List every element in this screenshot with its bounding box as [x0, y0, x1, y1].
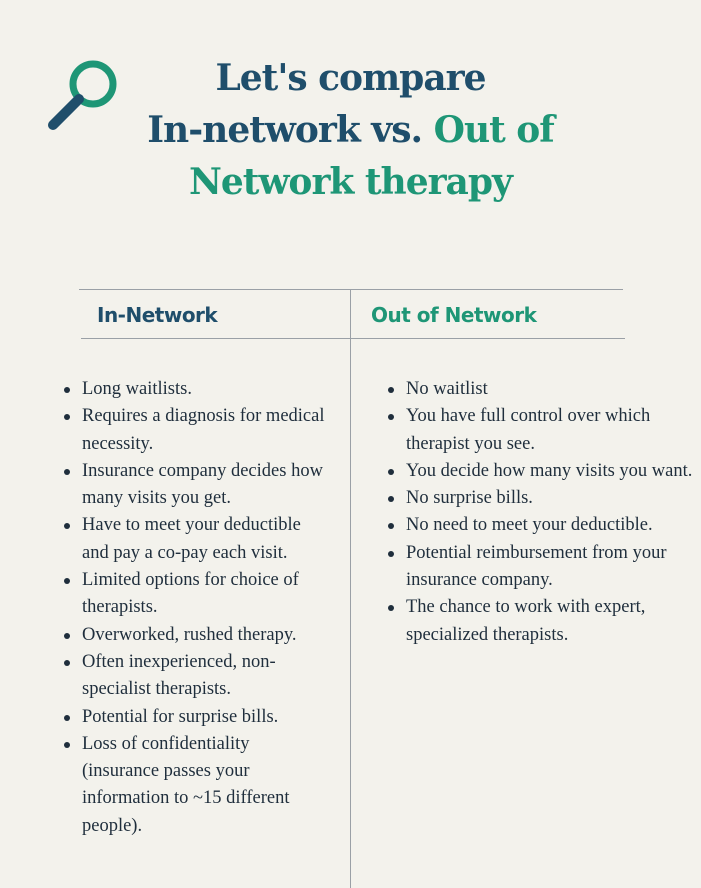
list-item: Requires a diagnosis for medical necessi…	[64, 403, 330, 458]
list-item: Have to meet your deductible and pay a c…	[64, 512, 330, 567]
list-item: No surprise bills.	[388, 485, 696, 512]
list-item: You decide how many visits you want.	[388, 458, 696, 485]
in-network-list: Long waitlists. Requires a diagnosis for…	[60, 376, 330, 840]
list-item: Limited options for choice of therapists…	[64, 567, 330, 622]
list-item: Insurance company decides how many visit…	[64, 458, 330, 513]
title-line-1: Let's compare	[215, 57, 486, 99]
out-of-network-heading: Out of Network	[371, 303, 537, 327]
title-out-of: Out of	[433, 109, 555, 151]
title-line-2: In-network vs. Out of	[0, 104, 701, 156]
list-item: Potential for surprise bills.	[64, 704, 330, 731]
list-item: Overworked, rushed therapy.	[64, 622, 330, 649]
list-item: Potential reimbursement from your insura…	[388, 540, 696, 595]
list-item: No waitlist	[388, 376, 696, 403]
title-in-network: In-network vs.	[147, 109, 423, 151]
list-item: Often inexperienced, non-specialist ther…	[64, 649, 330, 704]
page-title: Let's compare In-network vs. Out of Netw…	[0, 52, 701, 208]
in-network-heading: In-Network	[97, 303, 218, 327]
table-top-divider	[79, 289, 623, 290]
out-of-network-list: No waitlist You have full control over w…	[384, 376, 696, 649]
title-line-3: Network therapy	[189, 161, 513, 203]
list-item: Loss of confidentiality (insurance passe…	[64, 731, 330, 840]
list-item: The chance to work with expert, speciali…	[388, 594, 696, 649]
table-header-divider	[81, 338, 625, 339]
list-item: Long waitlists.	[64, 376, 330, 403]
magnifying-glass-icon	[48, 60, 117, 130]
list-item: No need to meet your deductible.	[388, 512, 696, 539]
list-item: You have full control over which therapi…	[388, 403, 696, 458]
column-divider	[350, 289, 351, 888]
